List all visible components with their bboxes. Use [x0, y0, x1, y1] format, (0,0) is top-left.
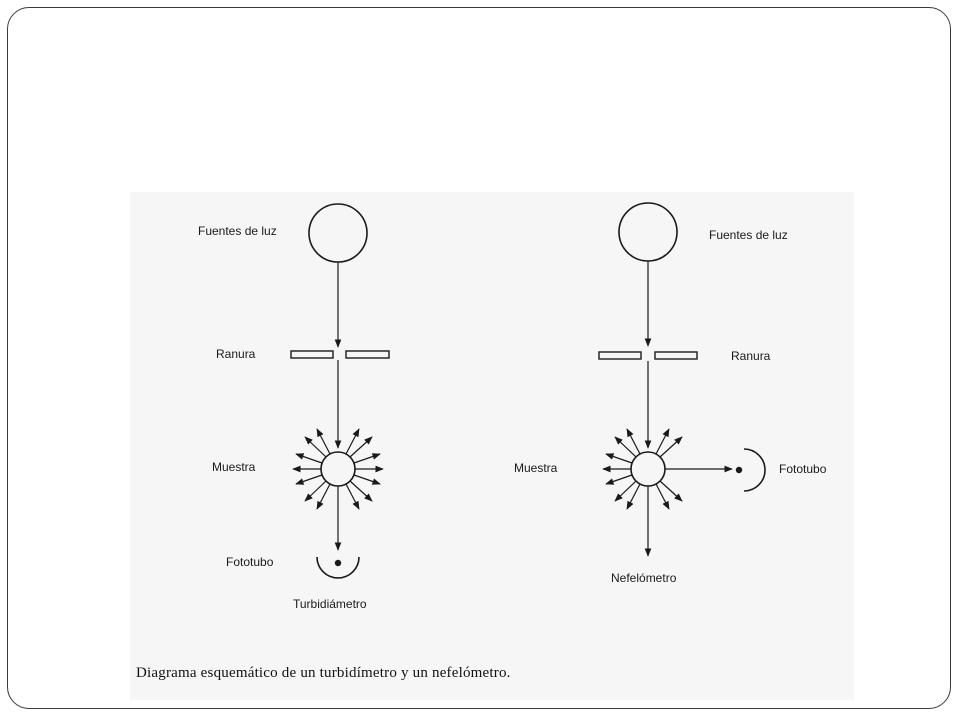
slit-left-plate: [598, 351, 642, 360]
sample-circle: [630, 451, 666, 487]
scatter-arrows: [292, 428, 384, 510]
sample-circle: [320, 451, 356, 487]
label-phototube-right: Fototubo: [779, 462, 827, 476]
figure-caption: Diagrama esquemático de un turbidímetro …: [136, 665, 511, 681]
slit-right-plate: [345, 350, 390, 359]
label-phototube-left: Fototubo: [226, 555, 274, 569]
label-slit-left: Ranura: [216, 347, 256, 361]
label-light-source-right: Fuentes de luz: [709, 228, 788, 242]
scatter-arrows: [602, 428, 683, 510]
label-sample-right: Muestra: [514, 461, 558, 475]
label-light-source-left: Fuentes de luz: [198, 224, 277, 238]
slit-left-plate: [290, 350, 334, 359]
label-turbidimeter: Turbidiámetro: [293, 597, 367, 611]
phototube-dot: [334, 559, 342, 567]
turbidimeter-diagram: [290, 203, 390, 579]
nephelometer-diagram: [598, 202, 766, 557]
phototube-cup: [316, 556, 360, 579]
phototube-cup: [743, 448, 766, 492]
label-slit-right: Ranura: [731, 349, 771, 363]
label-nephelometer: Nefelómetro: [611, 571, 677, 585]
slit-right-plate: [654, 351, 698, 360]
light-source-circle: [618, 202, 678, 262]
phototube-dot: [735, 466, 743, 474]
scanned-figure-background: [130, 192, 854, 700]
label-sample-left: Muestra: [212, 460, 256, 474]
light-source-circle: [308, 203, 368, 263]
